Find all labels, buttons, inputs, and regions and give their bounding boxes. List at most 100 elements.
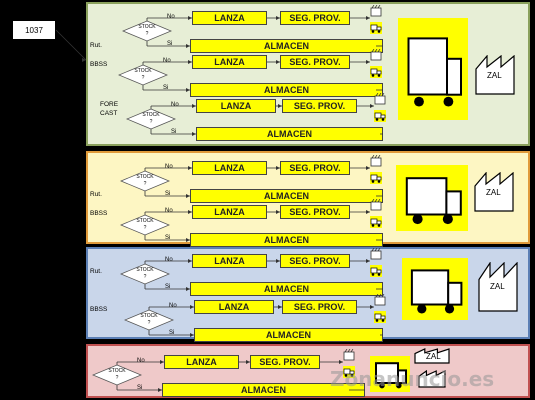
connector-line [117, 388, 162, 392]
small-truck-icon [343, 365, 355, 383]
no-label: No [169, 303, 177, 309]
connector-line [142, 85, 144, 90]
connector-line [267, 210, 280, 214]
lanza-box: LANZA [192, 55, 267, 69]
connector-line [267, 259, 280, 263]
si-label: Si [165, 284, 171, 290]
stock-label: STOCK [108, 368, 126, 374]
almacen-box: ALMACEN [190, 83, 383, 97]
arrow-head [188, 166, 192, 170]
document-icon [370, 48, 382, 66]
arrow-head [188, 259, 192, 263]
arrow-head [190, 305, 194, 309]
document-icon [370, 4, 382, 22]
arrow-head [186, 287, 190, 291]
stock-label: STOCK [136, 218, 154, 224]
connector-line [116, 362, 118, 365]
connector-line [239, 360, 250, 364]
connector-line [151, 132, 196, 136]
connector-line [144, 235, 146, 240]
lanza-box: LANZA [192, 205, 267, 219]
almacen-box: ALMACEN [196, 127, 383, 141]
small-truck-icon [370, 65, 382, 83]
connector-line [350, 259, 370, 263]
watermark: Zonanuncio.es [330, 367, 495, 391]
connector-line [376, 45, 383, 47]
no-label: No [165, 257, 173, 263]
zal-label: ZAL [486, 188, 501, 197]
no-label: No [163, 58, 171, 64]
arrow-head [339, 360, 343, 364]
arrow-head [276, 16, 280, 20]
connector-line [146, 41, 148, 46]
connector-line [380, 334, 383, 336]
arrow-head [186, 88, 190, 92]
arrow-head [276, 259, 280, 263]
factory-icon [474, 171, 514, 217]
small-truck-icon [370, 264, 382, 282]
no-label: No [137, 358, 145, 364]
connector-line [144, 168, 146, 171]
si-label: Si [137, 385, 143, 391]
stock-question-mark: ? [143, 274, 147, 280]
stock-label: STOCK [136, 267, 154, 273]
stock-question-mark: ? [115, 375, 119, 381]
stock-question-mark: ? [143, 225, 147, 231]
no-label: No [165, 164, 173, 170]
seg-prov-box: SEG. PROV. [282, 99, 357, 113]
arrow-head [160, 360, 164, 364]
arrow-head [188, 16, 192, 20]
connector-line [144, 261, 146, 264]
factory-icon [418, 369, 446, 393]
arrow-head [192, 132, 196, 136]
rut-label: Rut. [90, 191, 102, 198]
si-label: Si [165, 191, 171, 197]
connector-line [267, 166, 280, 170]
zal-label: ZAL [426, 352, 441, 361]
stock-label: STOCK [142, 112, 160, 118]
almacen-box: ALMACEN [190, 233, 383, 247]
connector-line [145, 238, 190, 242]
connector-line [350, 166, 370, 170]
arrow-head [370, 104, 374, 108]
bbss-label: BBSS [90, 210, 108, 217]
connector-line [150, 129, 152, 134]
small-truck-icon [374, 109, 386, 127]
stock-question-mark: ? [149, 119, 153, 125]
arrow-head [82, 58, 86, 62]
connector-line [146, 18, 148, 21]
connector-line [147, 16, 192, 20]
arrow-head [186, 238, 190, 242]
connector-line [357, 104, 374, 108]
arrow-head [366, 16, 370, 20]
rut-label: Rut. [90, 42, 102, 49]
small-truck-icon [370, 215, 382, 233]
seg-prov-box: SEG. PROV. [280, 11, 350, 25]
connector-line [349, 389, 365, 391]
arrow-head [186, 194, 190, 198]
document-icon [370, 198, 382, 216]
connector-line [145, 210, 192, 214]
stock-question-mark: ? [145, 31, 149, 37]
zal-label: ZAL [490, 282, 505, 291]
seg-prov-box: SEG. PROV. [280, 161, 350, 175]
factory-icon [414, 348, 450, 369]
connector-line [151, 104, 196, 108]
truck-icon [398, 18, 468, 125]
connector-line [144, 191, 146, 196]
stock-question-mark: ? [141, 75, 145, 81]
arrow-head [366, 210, 370, 214]
stock-label: STOCK [136, 174, 154, 180]
stock-question-mark: ? [147, 320, 151, 326]
factory-icon [478, 261, 518, 317]
small-truck-icon [370, 21, 382, 39]
small-truck-icon [370, 171, 382, 189]
connector-line [376, 89, 383, 91]
arrow-head [278, 305, 282, 309]
document-icon [374, 293, 386, 311]
connector-line [320, 360, 343, 364]
connector-line [144, 284, 146, 289]
seg-prov-box: SEG. PROV. [250, 355, 320, 369]
connector-line [145, 166, 192, 170]
seg-prov-box: SEG. PROV. [280, 205, 350, 219]
